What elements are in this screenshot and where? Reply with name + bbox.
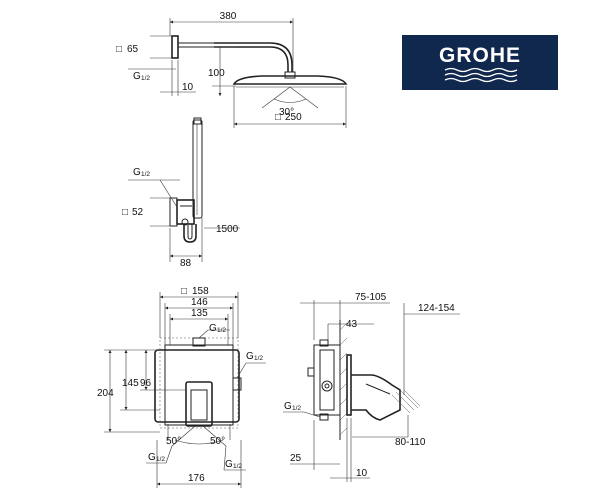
depth-43-label: 43 [346,319,358,330]
angle-right-label: 50° [210,436,225,447]
outlet-size-label: 52 [132,207,144,218]
logo-text: GROHE [439,44,521,67]
angle-left-label: 50° [166,436,181,447]
front-bl-thread-size: 1/2 [156,456,165,463]
side-thread-size: 1/2 [292,405,301,412]
projection-range-label: 124-154 [418,303,455,314]
head-thread-label: G [133,71,141,82]
front-top-thread-label: G [209,323,217,334]
height-145-label: 145 [122,378,139,389]
width-135-label: 135 [191,308,208,319]
front-right-thread-size: 1/2 [254,355,263,362]
flange-size-label: 65 [127,44,139,55]
head-size-label: 250 [285,112,302,123]
drop-label: 100 [208,68,225,79]
shower-head-icon [171,35,348,109]
mixer-valve-icon [154,337,242,447]
mixer-side-icon [307,320,421,440]
plate-size-label: 158 [192,286,209,297]
front-right-thread-label: G [246,351,254,362]
head-thread-size: 1/2 [141,75,150,82]
front-br-thread-label: G [225,459,233,470]
hand-thread-label: G [133,167,141,178]
spray-angle-label: 30° [279,107,294,118]
outlet-size-symbol: □ [122,207,128,218]
depth-range-label: 75-105 [355,292,387,303]
wall-25-label: 25 [290,453,302,464]
grohe-logo: GROHE [402,35,558,90]
front-br-thread-size: 1/2 [233,463,242,470]
flange-size-symbol: □ [116,44,122,55]
flange-depth-label: 10 [182,82,194,93]
height-96-label: 96 [140,378,152,389]
hand-thread-size: 1/2 [141,171,150,178]
side-thread-label: G [284,401,292,412]
hand-width-label: 88 [180,258,192,269]
front-top-thread-size: 1/2 [217,327,226,334]
hose-length-label: 1500 [216,224,239,235]
height-204-label: 204 [97,388,114,399]
front-bl-thread-label: G [148,452,156,463]
plate-10-label: 10 [356,468,368,479]
head-size-symbol: □ [275,112,281,123]
width-146-label: 146 [191,297,208,308]
plate-size-symbol: □ [181,286,187,297]
arm-length-label: 380 [220,11,237,22]
width-176-label: 176 [188,473,205,484]
hand-shower-icon [169,117,203,243]
outlet-range-label: 80-110 [395,437,426,448]
